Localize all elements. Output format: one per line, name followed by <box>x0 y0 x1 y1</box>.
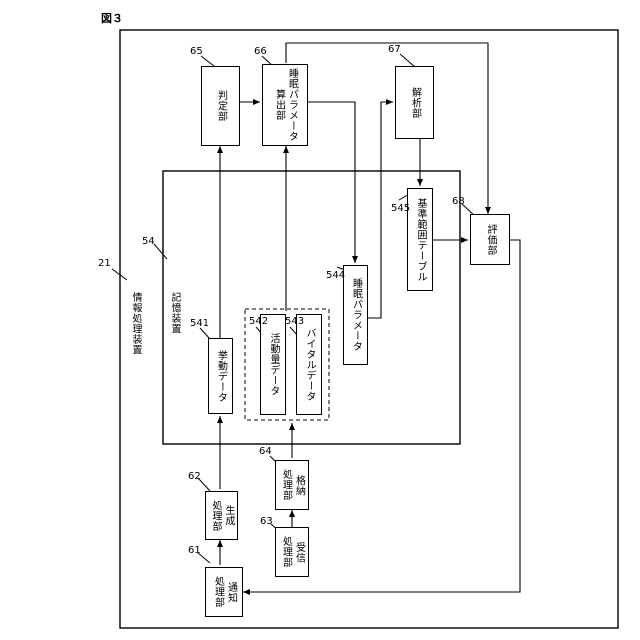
sleep-calc-label-2: 算出部 <box>273 68 285 142</box>
ref-table-block: 基準範囲テーブル <box>407 188 433 291</box>
reception-label-1: 受信 <box>293 536 305 568</box>
reception-label-2: 処理部 <box>280 536 292 568</box>
judgment-ref: 65 <box>190 46 203 57</box>
arrow-sleepcalc-to-sleepparam <box>308 102 355 263</box>
vital-data-label: バイタルデータ <box>303 328 315 402</box>
activity-data-label: 活動量データ <box>267 333 279 396</box>
sleep-calc-block: 睡眠パラメータ 算出部 <box>262 64 308 146</box>
activity-data-ref: 542 <box>249 316 268 327</box>
arrow-sleepcalc-to-evaluation <box>286 43 488 214</box>
analysis-label: 解析部 <box>409 87 421 119</box>
analysis-block: 解析部 <box>395 66 434 139</box>
evaluation-block: 評価部 <box>470 214 510 265</box>
sleep-param-label: 睡眠パラメータ <box>350 278 362 352</box>
generation-label-1: 生成 <box>222 500 234 532</box>
ref-table-label: 基準範囲テーブル <box>414 198 426 282</box>
ref-table-ref: 545 <box>391 203 410 214</box>
storing-ref: 64 <box>259 446 272 457</box>
sleep-calc-ref: 66 <box>254 46 267 57</box>
analysis-ref: 67 <box>388 44 401 55</box>
arrow-sleepparam-to-analysis <box>368 102 393 318</box>
storage-ref-label: 54 <box>142 236 155 247</box>
judgment-label: 判定部 <box>215 90 227 122</box>
leader-65 <box>201 56 214 66</box>
vital-data-block: バイタルデータ <box>296 314 322 415</box>
notification-block: 通知 処理部 <box>205 567 243 617</box>
behavior-data-label: 挙動データ <box>215 350 227 403</box>
sleep-param-block: 睡眠パラメータ <box>343 265 368 365</box>
notification-label-2: 処理部 <box>212 576 224 608</box>
leader-54 <box>154 244 167 259</box>
notification-label-1: 通知 <box>225 576 237 608</box>
storing-label-1: 格納 <box>293 469 305 501</box>
evaluation-label: 評価部 <box>484 224 496 256</box>
behavior-data-ref: 541 <box>190 318 209 329</box>
device-label: 情報処理装置 <box>129 292 141 355</box>
notification-ref: 61 <box>188 545 201 556</box>
reception-ref: 63 <box>260 516 273 527</box>
generation-label-2: 処理部 <box>209 500 221 532</box>
sleep-calc-label-1: 睡眠パラメータ <box>286 68 298 142</box>
storing-block: 格納 処理部 <box>275 460 309 510</box>
generation-block: 生成 処理部 <box>205 491 238 540</box>
generation-ref: 62 <box>188 471 201 482</box>
sleep-param-ref: 544 <box>326 270 345 281</box>
evaluation-ref: 68 <box>452 196 465 207</box>
storage-label: 記憶装置 <box>168 292 180 334</box>
figure-label: 図３ <box>101 10 123 26</box>
judgment-block: 判定部 <box>201 66 240 146</box>
activity-data-block: 活動量データ <box>260 314 286 415</box>
vital-data-ref: 543 <box>285 316 304 327</box>
storing-label-2: 処理部 <box>280 469 292 501</box>
behavior-data-block: 挙動データ <box>208 338 233 414</box>
device-frame <box>120 30 618 628</box>
reception-block: 受信 処理部 <box>275 527 309 577</box>
device-ref-label: 21 <box>98 258 111 269</box>
